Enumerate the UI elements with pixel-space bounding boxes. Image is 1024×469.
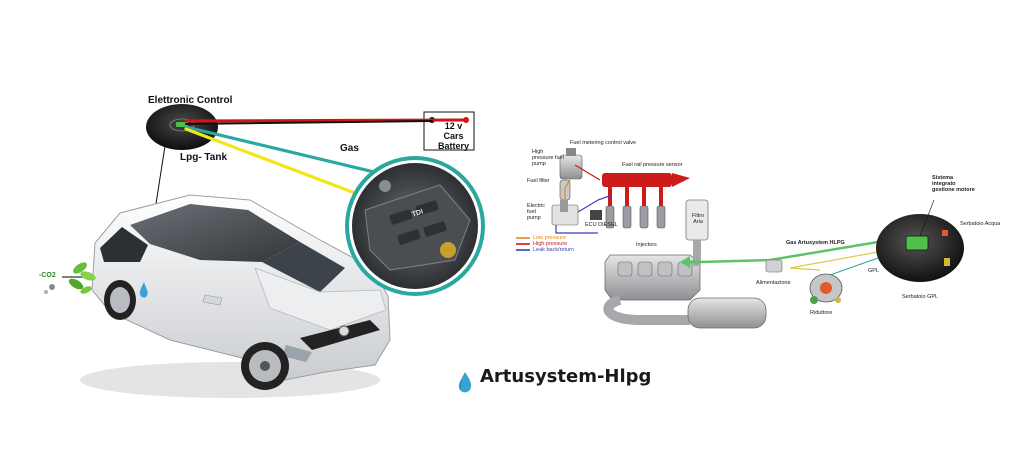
battery-label: 12 v Cars Battery bbox=[438, 121, 469, 151]
exhaust-pipe bbox=[603, 295, 767, 329]
water-drop-icon bbox=[458, 372, 472, 393]
car bbox=[80, 194, 391, 398]
fuel-metering-valve-label: Fuel metering control valve bbox=[570, 140, 637, 146]
gpl-label: GPL bbox=[868, 268, 880, 274]
tank-pole bbox=[154, 145, 166, 211]
ecu-diesel-label: ECU DIESEL bbox=[585, 222, 618, 228]
ecu-diesel-box bbox=[590, 210, 602, 220]
co2-leaves-icon bbox=[44, 262, 96, 294]
sistema-integrato-label: Sistema integrato gestione motore bbox=[932, 175, 975, 193]
brand-logo: Artusystem-Hlpg bbox=[458, 366, 651, 387]
riduttore-unit bbox=[809, 273, 843, 304]
electronic-control-label: Elettronic Control bbox=[148, 95, 233, 106]
riduttore-label: Riduttore bbox=[810, 310, 833, 316]
injectors bbox=[605, 205, 666, 229]
black-wire bbox=[185, 120, 433, 125]
car-battery bbox=[423, 111, 475, 151]
air-filter bbox=[685, 199, 709, 266]
electric-fuel-pump-label: Electric fuel pump bbox=[527, 203, 546, 221]
engine-block bbox=[604, 254, 701, 301]
high-pressure-fuel-pump-label: High pressure fuel pump bbox=[532, 149, 564, 167]
injectors-label: Injectors bbox=[636, 242, 657, 248]
engine-magnifier bbox=[345, 156, 485, 296]
rear-wheel bbox=[104, 280, 136, 320]
fuel-lines bbox=[555, 164, 613, 234]
legend-leak-back: Leak back/return bbox=[533, 247, 574, 253]
right-diagram bbox=[516, 148, 964, 329]
serbatoio-gpl-label: Serbatoio GPL bbox=[902, 294, 939, 300]
battery-positive-terminal bbox=[463, 117, 469, 123]
tank-ecu-module bbox=[905, 235, 929, 251]
gas-label: Gas bbox=[340, 143, 359, 154]
serbatoio-acqua-label: Serbatoio Acqua bbox=[960, 221, 1001, 227]
electronic-control-unit bbox=[176, 122, 188, 127]
lpg-tank-right bbox=[876, 199, 964, 282]
front-wheel bbox=[241, 342, 289, 390]
legend-high-pressure: High pressure bbox=[533, 241, 568, 247]
fuel-rail bbox=[602, 173, 690, 209]
alimentazione-unit bbox=[765, 259, 783, 273]
door-drop-icon bbox=[139, 282, 148, 298]
battery-voltage: 12 v bbox=[444, 121, 463, 131]
filtro-aria-label: Filtro Aria bbox=[691, 213, 705, 225]
legend-lines bbox=[516, 237, 530, 251]
lpg-tank-label: Lpg- Tank bbox=[180, 152, 228, 163]
alimentazione-label: Alimentazione bbox=[756, 280, 791, 286]
gas-artusystem-label: Gas Artusystem HLPG bbox=[786, 240, 845, 246]
fuel-filter-label: Fuel filter bbox=[527, 178, 550, 184]
lpg-tank bbox=[146, 104, 218, 150]
brand-name: Artusystem-Hlpg bbox=[480, 366, 652, 387]
legend-low-pressure: Low pressure bbox=[533, 235, 567, 241]
battery-cars: Cars bbox=[443, 131, 464, 141]
fuel-rail-pressure-sensor-label: Fuel rail pressure sensor bbox=[622, 162, 683, 168]
electric-fuel-pump bbox=[551, 200, 579, 226]
battery-word: Battery bbox=[438, 141, 470, 151]
car-logo bbox=[338, 325, 350, 337]
red-wire bbox=[184, 118, 466, 123]
co2-label: -CO2 bbox=[39, 272, 56, 279]
high-pressure-pump bbox=[559, 148, 583, 180]
left-diagram bbox=[44, 104, 485, 398]
